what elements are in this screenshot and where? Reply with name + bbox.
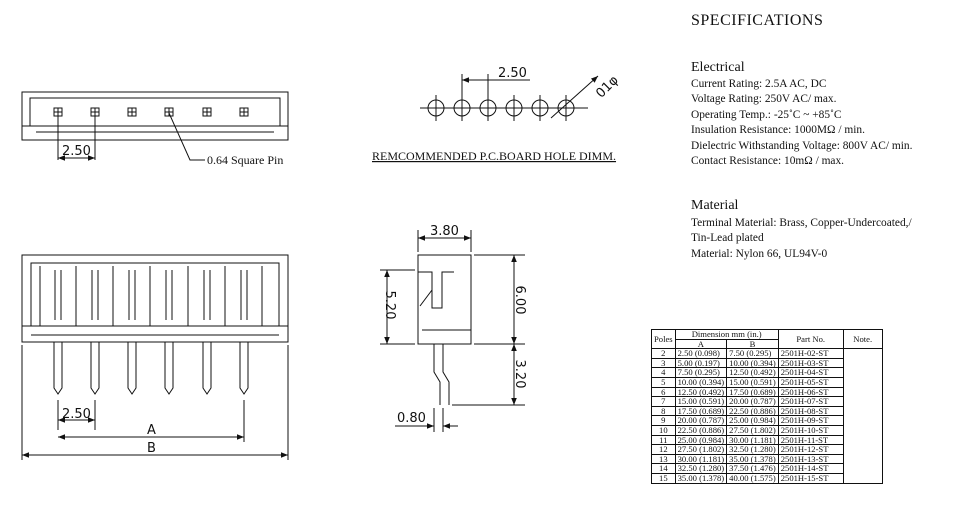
cell-part-no: 2501H-02-ST <box>777 348 844 359</box>
cell-poles: 7 <box>651 396 676 407</box>
header-dimension: Dimension mm (in.) <box>674 329 779 340</box>
cell-poles: 14 <box>651 463 676 474</box>
front-pitch-label: 2.50 <box>62 407 91 422</box>
cell-part-no: 2501H-07-ST <box>777 396 844 407</box>
cell-a: 22.50 (0.886) <box>674 424 728 436</box>
header-poles: Poles <box>651 328 676 350</box>
cell-b: 25.00 (0.984) <box>726 415 779 426</box>
cell-a: 2.50 (0.098) <box>674 348 728 359</box>
header-part-no: Part No. <box>777 328 844 350</box>
cell-part-no: 2501H-15-ST <box>777 472 844 484</box>
electrical-item: Insulation Resistance: 1000MΩ / min. <box>691 124 865 137</box>
front-pin <box>90 342 100 395</box>
cell-part-no: 2501H-05-ST <box>777 376 844 388</box>
front-pin <box>127 342 137 395</box>
front-pins <box>39 266 263 395</box>
dim-b-label: B <box>147 441 156 456</box>
cell-poles: 9 <box>651 415 676 426</box>
cell-a: 35.00 (1.378) <box>674 472 728 484</box>
electrical-item: Voltage Rating: 250V AC/ max. <box>691 93 837 106</box>
cell-note <box>842 348 883 484</box>
front-pin <box>202 342 212 395</box>
hole-dia-label: 01φ <box>593 73 621 101</box>
material-heading: Material <box>691 198 739 213</box>
cell-a: 10.00 (0.394) <box>674 376 728 388</box>
cell-poles: 12 <box>651 444 676 455</box>
part-table: Poles Dimension mm (in.) Part No. Note. … <box>651 328 883 484</box>
cell-part-no: 2501H-10-ST <box>777 424 844 436</box>
front-view <box>21 254 289 460</box>
cell-b: 20.00 (0.787) <box>726 396 779 407</box>
front-pin <box>53 342 63 395</box>
part-table-wrap: Poles Dimension mm (in.) Part No. Note. … <box>651 328 883 484</box>
side-width-label: 3.80 <box>430 224 459 239</box>
cell-b: 37.50 (1.476) <box>726 463 779 474</box>
header-note: Note. <box>842 328 883 350</box>
material-item: Material: Nylon 66, UL94V-0 <box>691 247 828 260</box>
dim-a-label: A <box>147 423 156 438</box>
top-pins <box>53 107 249 117</box>
electrical-item: Operating Temp.: -25˚C ~ +85˚C <box>691 108 842 121</box>
side-left-height-label: 5.20 <box>382 291 397 320</box>
cell-a: 27.50 (1.802) <box>674 444 728 455</box>
cell-poles: 15 <box>651 472 676 484</box>
cell-poles: 2 <box>651 348 676 359</box>
material-item: Terminal Material: Brass, Copper-Underco… <box>691 217 912 229</box>
cell-part-no: 2501H-09-ST <box>777 415 844 426</box>
top-pitch-label: 2.50 <box>62 144 91 159</box>
hole-pitch-label: 2.50 <box>498 66 527 81</box>
pin-label: 0.64 Square Pin <box>207 153 283 167</box>
side-right-height-label: 6.00 <box>512 286 527 315</box>
cell-a: 32.50 (1.280) <box>674 463 728 474</box>
cell-a: 15.00 (0.591) <box>674 396 728 407</box>
cell-part-no: 2501H-12-ST <box>777 444 844 455</box>
electrical-item: Dielectric Withstanding Voltage: 800V AC… <box>691 139 913 152</box>
pcb-caption: REMCOMMENDED P.C.BOARD HOLE DIMM. <box>372 149 616 163</box>
pin-length-label: 3.20 <box>512 360 527 389</box>
cell-b: 15.00 (0.591) <box>726 376 779 388</box>
pcb-hole-pattern <box>420 74 599 121</box>
electrical-item: Current Rating: 2.5A AC, DC <box>691 78 827 90</box>
pcb-holes <box>427 95 575 121</box>
pin-width-label: 0.80 <box>397 411 426 426</box>
cell-b: 32.50 (1.280) <box>726 444 779 455</box>
side-view <box>380 230 525 432</box>
cell-poles: 5 <box>651 376 676 388</box>
front-pin <box>239 342 249 395</box>
front-pin <box>164 342 174 395</box>
cell-part-no: 2501H-14-ST <box>777 463 844 474</box>
material-list: Terminal Material: Brass, Copper-Underco… <box>691 216 953 262</box>
specifications-title: SPECIFICATIONS <box>691 12 824 29</box>
top-view <box>21 91 289 161</box>
cell-b: 40.00 (1.575) <box>726 472 779 484</box>
electrical-list: Current Rating: 2.5A AC, DC Voltage Rati… <box>691 77 912 169</box>
cell-a: 20.00 (0.787) <box>674 415 728 426</box>
cell-b: 27.50 (1.802) <box>726 424 779 436</box>
cell-poles: 10 <box>651 424 676 436</box>
material-item: Tin-Lead plated <box>691 232 764 245</box>
electrical-item: Contact Resistance: 10mΩ / max. <box>691 155 845 168</box>
cell-b: 7.50 (0.295) <box>726 348 779 359</box>
electrical-heading: Electrical <box>691 60 745 75</box>
